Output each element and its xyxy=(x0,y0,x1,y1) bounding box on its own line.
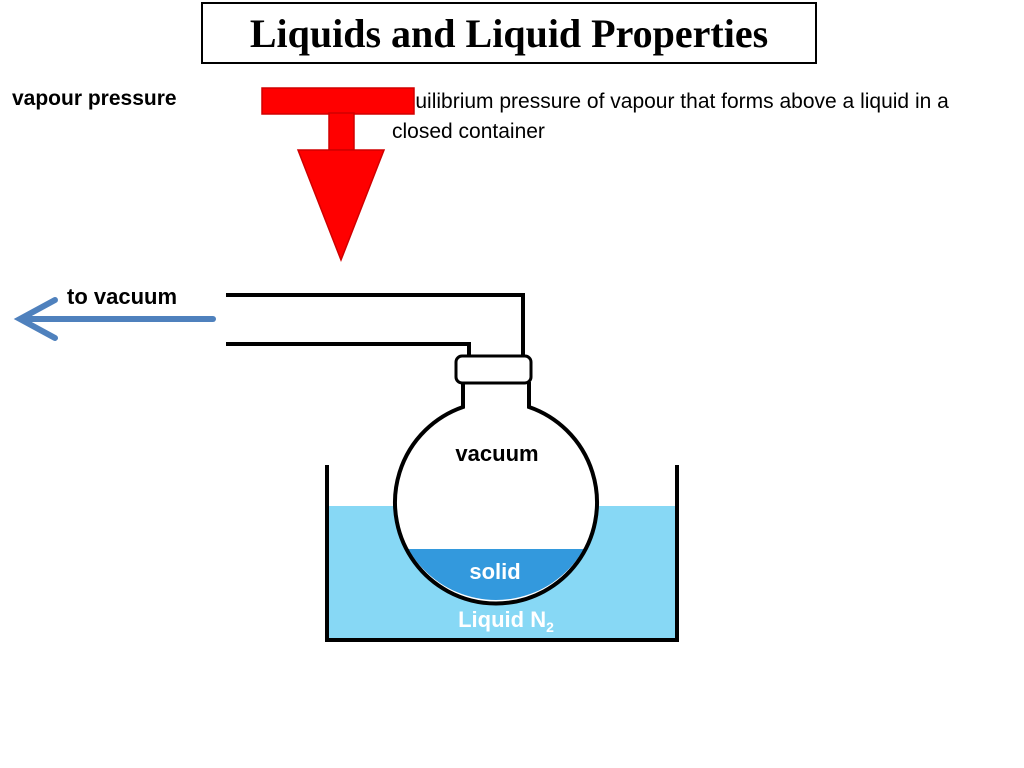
flask-liquid-region xyxy=(395,506,597,549)
to-vacuum-label: to vacuum xyxy=(67,284,177,309)
vacuum-tube-outer xyxy=(226,293,525,358)
left-arrow-icon xyxy=(13,297,216,341)
round-bottom-flask xyxy=(393,382,599,606)
vacuum-tube-inner xyxy=(226,342,471,358)
red-t-valve-icon xyxy=(261,87,415,263)
flask-stopper xyxy=(454,354,533,385)
liquid-n2-subscript: 2 xyxy=(546,619,554,635)
vacuum-label: vacuum xyxy=(455,441,538,466)
definition-text: equilibrium pressure of vapour that form… xyxy=(392,90,949,143)
page-title: Liquids and Liquid Properties xyxy=(249,10,769,56)
solid-label: solid xyxy=(469,559,520,584)
bath-container xyxy=(325,465,679,642)
liquid-n2-label: Liquid N2 xyxy=(458,607,554,635)
liquid-n2-main: Liquid N xyxy=(458,607,546,632)
term-label: vapour pressure xyxy=(12,87,177,110)
title-box: Liquids and Liquid Properties xyxy=(201,2,817,64)
